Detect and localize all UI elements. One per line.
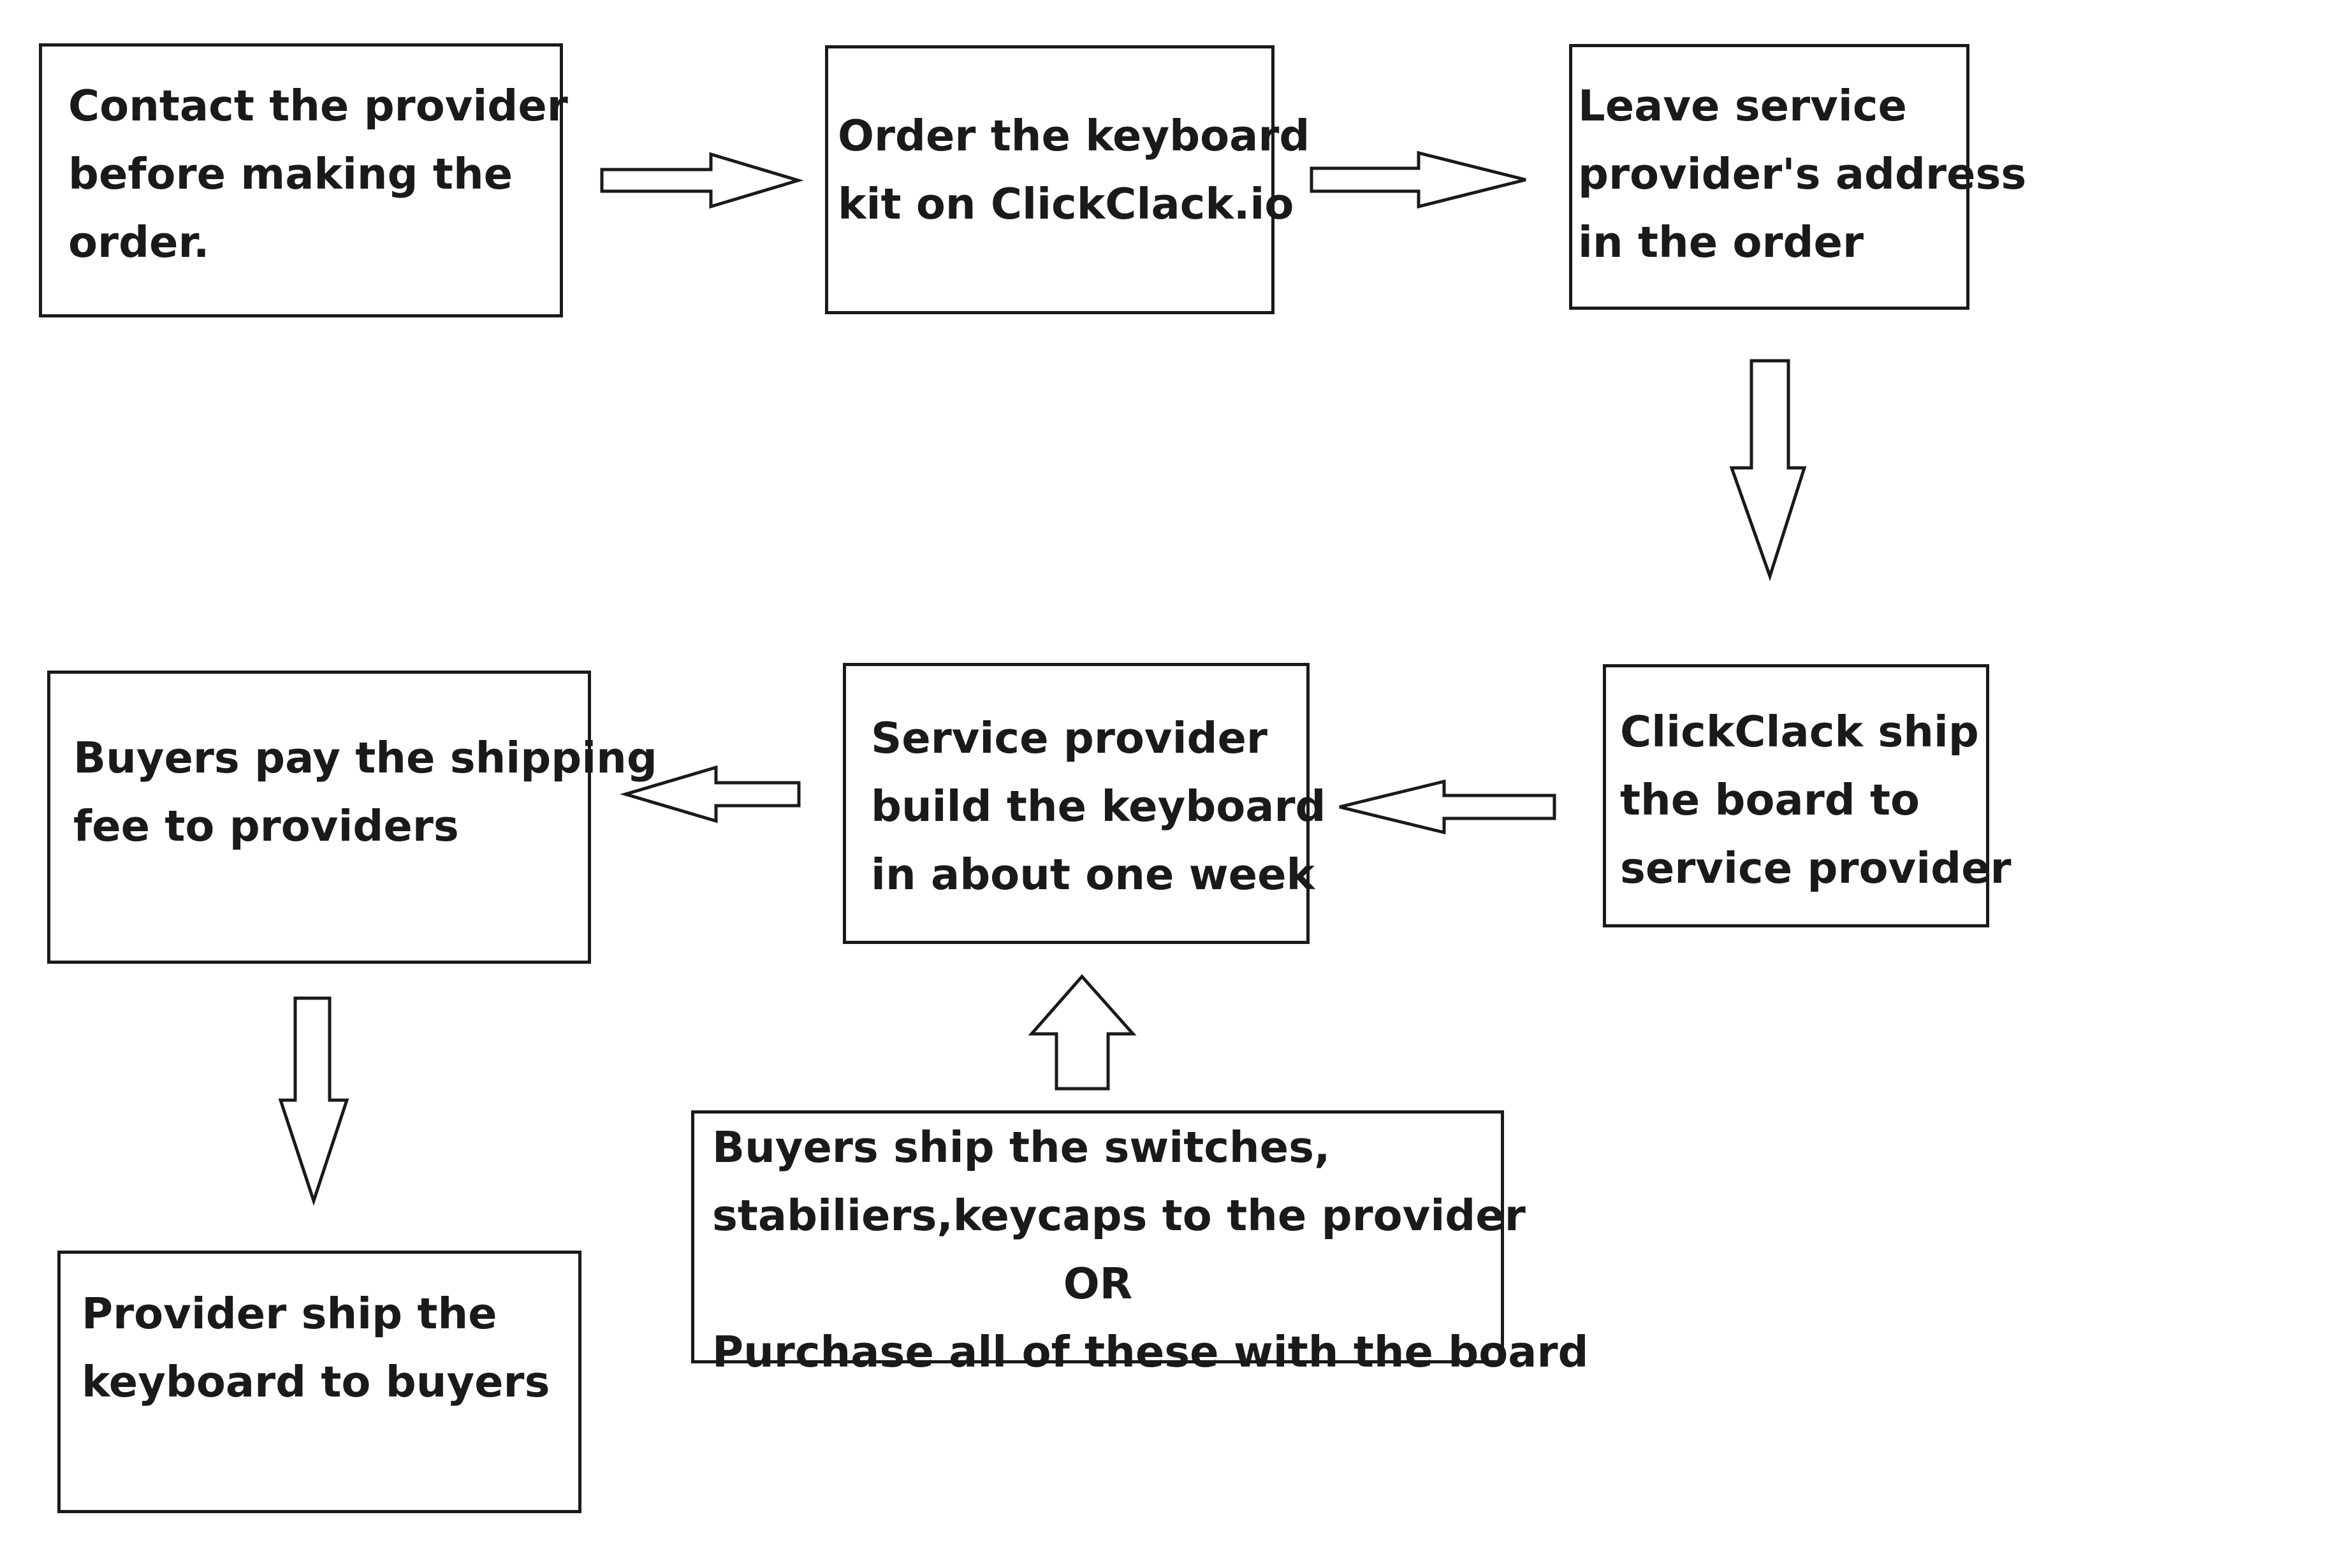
step-contact-provider-text: Contact the provider before making the o…: [68, 72, 568, 277]
step-text-line: Service provider: [871, 713, 1267, 763]
step-provider-ship-text: Provider ship the keyboard to buyers: [82, 1280, 550, 1416]
step-provider-build-text: Service provider build the keyboard in a…: [871, 704, 1326, 909]
step-provider-ship: Provider ship the keyboard to buyers: [57, 1251, 581, 1513]
step-text-line: the board to: [1620, 775, 1920, 825]
step-text-line: fee to providers: [73, 801, 459, 851]
step-text-line: Buyers pay the shipping: [73, 733, 657, 783]
step-text-line: stabiliers,keycaps to the provider: [712, 1191, 1526, 1240]
step-text-line: service provider: [1620, 843, 2012, 893]
arrow-right-order-to-leave: [1310, 150, 1526, 209]
step-buyers-pay: Buyers pay the shipping fee to providers: [47, 671, 657, 964]
arrow-down-leave-to-ship: [1729, 359, 1807, 581]
step-leave-address: Leave service provider's address in the …: [1569, 44, 2026, 310]
step-text-line: order.: [68, 217, 210, 267]
arrow-right-contact-to-order: [600, 152, 804, 209]
step-text-line: ClickClack ship: [1620, 707, 1979, 757]
step-text-line: before making the: [68, 149, 513, 199]
step-contact-provider: Contact the provider before making the o…: [39, 43, 568, 317]
step-text-line: Buyers ship the switches,: [712, 1122, 1331, 1172]
step-order-kit: Order the keyboard kit on ClickClack.io: [825, 45, 1310, 314]
step-provider-build: Service provider build the keyboard in a…: [843, 663, 1326, 944]
step-text-line: Purchase all of these with the board: [712, 1327, 1589, 1377]
step-text-line: kit on ClickClack.io: [838, 179, 1294, 229]
step-text-or: OR: [1063, 1259, 1133, 1309]
step-buyers-ship-parts-text: Buyers ship the switches, stabiliers,key…: [712, 1114, 1589, 1386]
step-order-kit-text: Order the keyboard kit on ClickClack.io: [838, 102, 1310, 238]
arrow-left-ship-to-build: [1339, 779, 1556, 835]
step-clickclack-ship-text: ClickClack ship the board to service pro…: [1620, 698, 2012, 903]
step-clickclack-ship: ClickClack ship the board to service pro…: [1603, 664, 2012, 927]
step-text-line: build the keyboard: [871, 781, 1326, 831]
step-text-line: provider's address: [1578, 149, 2027, 199]
step-text-line: Leave service: [1578, 81, 1907, 131]
arrow-down-pay-to-deliver: [278, 996, 349, 1206]
arrow-left-build-to-pay: [620, 765, 801, 824]
arrow-up-parts-to-build: [1028, 974, 1137, 1091]
step-text-line: keyboard to buyers: [82, 1357, 550, 1407]
step-leave-address-text: Leave service provider's address in the …: [1578, 72, 2026, 277]
step-text-line: in the order: [1578, 217, 1864, 267]
step-text-line: in about one week: [871, 850, 1315, 899]
step-buyers-pay-text: Buyers pay the shipping fee to providers: [73, 724, 657, 860]
step-text-line: Provider ship the: [82, 1289, 497, 1339]
step-buyers-ship-parts: Buyers ship the switches, stabiliers,key…: [691, 1110, 1589, 1377]
step-text-line: Order the keyboard: [838, 111, 1310, 161]
step-text-line: Contact the provider: [68, 81, 568, 131]
